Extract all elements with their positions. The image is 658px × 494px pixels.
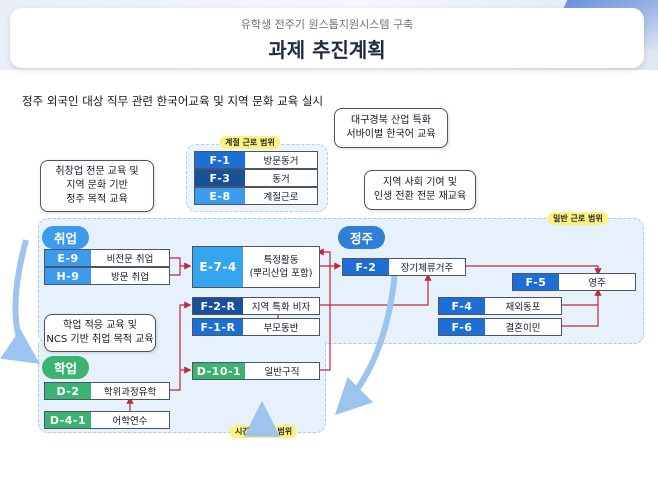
visa-d101: D-10-1 일반구직	[192, 362, 320, 380]
bubble-line: 지역 문화 기반	[66, 180, 128, 191]
general-range-tag: 일반 근로 범위	[548, 212, 608, 225]
arrow-f2-to-f5	[464, 265, 602, 276]
visa-f4: F-4 재외동포	[438, 297, 562, 315]
title-card: 유학생 전주기 원스톱지원시스템 구축 과제 추진계획	[10, 8, 644, 68]
arrow-f4-to-f5	[560, 288, 602, 306]
bubble-line: 취창업 전문 교육 및	[55, 166, 139, 177]
diagram-caption: 정주 외국인 대상 직무 관련 한국어교육 및 지역 문화 교육 실시	[22, 94, 324, 108]
section-study: 학업	[42, 356, 90, 379]
visa-label: 비전문 취업	[91, 250, 169, 266]
visa-f6: F-6 결혼이민	[438, 318, 562, 336]
visa-label: 일반구직	[245, 363, 319, 379]
bubble-line: 정주 목적 교육	[66, 194, 128, 205]
page-title: 과제 추진계획	[268, 38, 386, 62]
visa-label: 장기체류거주	[389, 259, 465, 275]
flow-arrow-employment-to-study	[0, 239, 40, 365]
visa-code: E-9	[45, 250, 91, 266]
visa-code: F-2	[343, 259, 389, 275]
arrow-d2-to-f2r	[168, 301, 192, 391]
visa-e74: E-7-4 특정활동 (뿌리산업 포함)	[192, 246, 320, 288]
visa-code: D-10-1	[193, 363, 245, 379]
visa-f2r: F-2-R 지역 특화 비자	[192, 297, 320, 315]
visa-label: 동거	[245, 170, 317, 186]
visa-label: 특정활동 (뿌리산업 포함)	[243, 247, 319, 287]
visa-label: 방문 취업	[91, 268, 169, 284]
bubble-line: 학업 적응 교육 및	[63, 320, 137, 331]
page-subtitle: 유학생 전주기 원스톱지원시스템 구축	[240, 18, 414, 31]
visa-label: 방문동거	[245, 152, 317, 168]
visa-code: H-9	[45, 268, 91, 284]
visa-code: F-3	[195, 170, 245, 186]
visa-label: 계절근로	[245, 188, 317, 204]
visa-code: D-2	[45, 383, 91, 399]
visa-f1r: F-1-R 부모동반	[192, 318, 320, 336]
visa-f5: F-5 영주	[512, 273, 636, 291]
section-settlement: 정주	[338, 226, 386, 249]
flow-arrow-settle-down	[334, 257, 399, 416]
visa-code: E-7-4	[193, 247, 243, 287]
arrow-d101-to-e74	[316, 248, 331, 371]
visa-f2: F-2 장기체류거주	[342, 258, 466, 276]
visa-label: 어학연수	[91, 412, 169, 428]
visa-f3: F-3 동거	[194, 169, 318, 187]
seasonal-range-tag: 계절 근로 범위	[220, 136, 280, 149]
visa-label: 부모동반	[243, 319, 319, 335]
visa-code: E-8	[195, 188, 245, 204]
bubble-daegu-korean: 대구경북 산업 특화 서바이벌 한국어 교육	[334, 108, 448, 148]
visa-code: F-4	[439, 298, 485, 314]
arrow-h9-to-e74	[168, 266, 181, 276]
visa-label: 영주	[559, 274, 635, 290]
section-employment: 취업	[42, 226, 90, 249]
visa-code: F-5	[513, 274, 559, 290]
bubble-line: 서바이벌 한국어 교육	[346, 129, 436, 140]
bubble-line: NCS 기반 취업 목적 교육	[46, 334, 154, 345]
arrow-e9-to-e74	[168, 257, 192, 270]
visa-label-line: 특정활동	[263, 255, 299, 266]
visa-code: F-1-R	[193, 319, 243, 335]
visa-code: F-6	[439, 319, 485, 335]
arrow-f6-to-f5	[560, 305, 599, 327]
bubble-line: 대구경북 산업 특화	[351, 115, 431, 126]
visa-label: 재외동포	[485, 298, 561, 314]
visa-e9: E-9 비전문 취업	[44, 249, 170, 267]
visa-f1: F-1 방문동거	[194, 151, 318, 169]
visa-d41: D-4-1 어학연수	[44, 411, 170, 429]
arrow-f2r-to-f2	[318, 273, 432, 306]
visa-label: 결혼이민	[485, 319, 561, 335]
visa-e8: E-8 계절근로	[194, 187, 318, 205]
visa-label: 지역 특화 비자	[243, 298, 319, 314]
bubble-settlement-retraining: 지역 사회 기여 및 인생 전환 전문 재교육	[364, 170, 476, 210]
bubble-employment-education: 취창업 전문 교육 및 지역 문화 기반 정주 목적 교육	[40, 160, 154, 212]
visa-d2: D-2 학위과정유학	[44, 382, 170, 400]
bubble-study-adaptation: 학업 적응 교육 및 NCS 기반 취업 목적 교육	[44, 314, 156, 352]
bubble-line: 인생 전환 전문 재교육	[373, 191, 467, 202]
visa-code: F-1	[195, 152, 245, 168]
visa-label: 학위과정유학	[91, 383, 169, 399]
visa-code: F-2-R	[193, 298, 243, 314]
visa-h9: H-9 방문 취업	[44, 267, 170, 285]
bubble-line: 지역 사회 기여 및	[383, 177, 457, 188]
visa-label-line: (뿌리산업 포함)	[249, 268, 313, 279]
visa-code: D-4-1	[45, 412, 91, 428]
